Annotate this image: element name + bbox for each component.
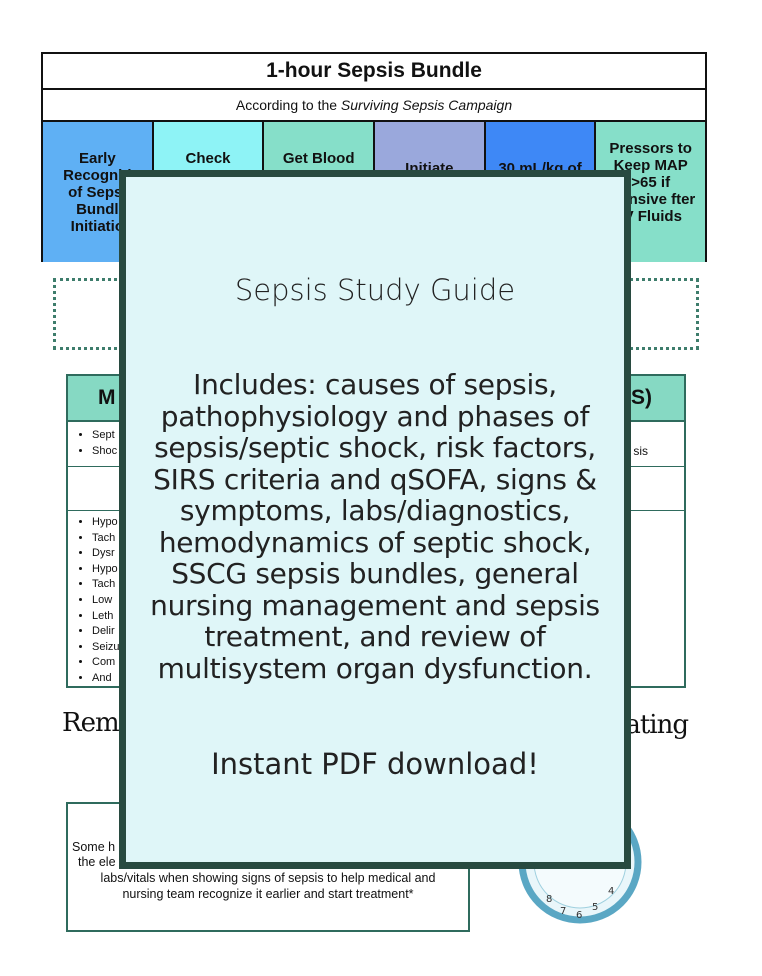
bundle-subtitle-italic: Surviving Sepsis Campaign [340,97,513,113]
overlay-title: Sepsis Study Guide [234,273,516,307]
bundle-cell-label: Early Recogniti of Sepsi Bundl Initiatio [63,150,132,235]
criteria-item-list: Hypo Tach Dysr Hypo Tach Low Leth Delir … [68,515,120,687]
bundle-subtitle-prefix: According to the [235,97,341,113]
criteria-top-right-text: sis [633,444,648,458]
overlay-description: Includes: causes of sepsis, pathophysiol… [136,369,614,684]
list-item: Leth [92,609,120,625]
download-cta-text: Instant PDF download! [211,747,539,781]
overlay-description-line: SSCG sepsis bundles, general [171,557,579,590]
list-item: Hypo [92,515,120,531]
list-item: Shoc [92,444,117,460]
list-item: Tach [92,577,120,593]
overlay-description-line: Includes: causes of sepsis, [193,368,557,401]
overlay-description-line: symptoms, labs/diagnostics, [179,494,571,527]
list-item: And [92,671,120,687]
study-guide-overlay: Sepsis Study Guide Includes: causes of s… [119,170,631,869]
clock-number: 4 [608,886,614,897]
list-item: Hypo [92,562,120,578]
overlay-description-line: sepsis/septic shock, risk factors, [154,431,596,464]
list-item: Low [92,593,120,609]
note-line: Some h [72,840,116,854]
list-item: Seizu [92,640,120,656]
criteria-header-left: M [98,386,116,409]
list-item: Dysr [92,546,120,562]
criteria-header-right: S) [631,386,652,409]
overlay-description-line: nursing management and sepsis [150,588,600,622]
overlay-description-line: pathophysiology and phases of [160,399,590,433]
overlay-description-line: hemodynamics of septic shock, [158,525,592,559]
note-line: labs/vitals when showing signs of sepsis… [100,871,436,885]
overlay-description-line: multisystem organ dysfunction. [157,651,593,685]
bundle-subtitle: According to the Surviving Sepsis Campai… [43,90,705,122]
list-item: Com [92,655,120,671]
criteria-top-list: Sept Shoc [68,428,117,459]
bundle-cell-label: Check [185,150,231,167]
clock-number: 8 [546,894,552,905]
note-line: nursing team recognize it earlier and st… [122,887,414,901]
overlay-description-line: treatment, and review of [204,620,546,653]
clock-number: 5 [592,902,598,913]
list-item: Sept [92,428,117,444]
bundle-cell-label: Pressors to Keep MAP >65 if otensive fte… [606,140,696,225]
list-item: Delir [92,624,120,640]
bundle-cell-label: Get Blood [282,150,355,167]
overlay-description-line: SIRS criteria and qSOFA, signs & [153,462,597,496]
clock-number: 7 [560,906,566,917]
note-line: the ele [78,855,116,869]
bundle-title: 1-hour Sepsis Bundle [43,54,705,90]
list-item: Tach [92,531,120,547]
clock-number: 6 [576,910,582,921]
